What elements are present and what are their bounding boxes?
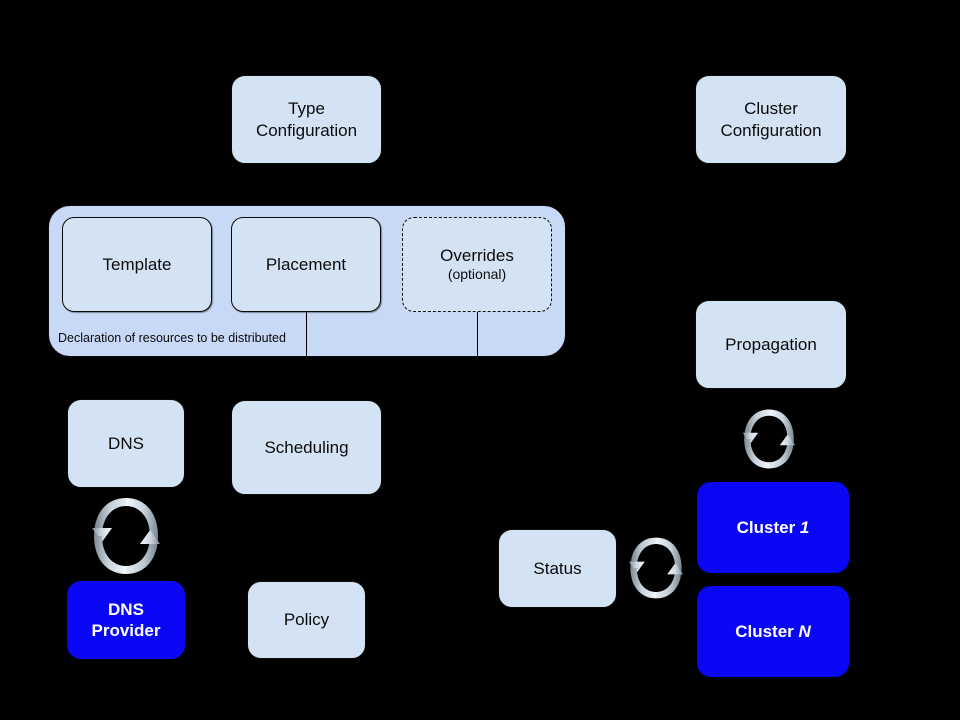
- type-configuration-line2: Configuration: [255, 120, 358, 140]
- sync-icon-status: [624, 526, 688, 610]
- policy-label: Policy: [283, 610, 330, 630]
- cluster-n-suffix: N: [798, 621, 811, 641]
- overrides-sublabel: (optional): [447, 266, 507, 283]
- cluster-n-prefix: Cluster: [735, 621, 799, 641]
- node-placement[interactable]: Placement: [231, 217, 381, 312]
- node-type-configuration-text: Type Configuration: [256, 98, 357, 141]
- propagation-label: Propagation: [725, 334, 817, 354]
- node-scheduling[interactable]: Scheduling: [231, 400, 382, 495]
- dns-provider-line1: DNS: [108, 599, 144, 619]
- overrides-text: Overrides (optional): [440, 245, 514, 284]
- group-divider-right: [477, 310, 478, 357]
- cluster-1-text: Cluster 1: [737, 517, 810, 538]
- status-label: Status: [533, 558, 582, 578]
- node-type-configuration[interactable]: Type Configuration: [231, 75, 382, 164]
- cluster-configuration-line2: Configuration: [720, 120, 822, 140]
- node-propagation[interactable]: Propagation: [695, 300, 847, 389]
- sync-icon-propagation: [738, 398, 800, 480]
- group-caption: Declaration of resources to be distribut…: [58, 331, 286, 345]
- cluster-n-text: Cluster N: [735, 621, 811, 642]
- node-overrides[interactable]: Overrides (optional): [402, 217, 552, 312]
- node-cluster-configuration[interactable]: Cluster Configuration: [695, 75, 847, 164]
- template-label: Template: [102, 254, 172, 274]
- dns-provider-text: DNS Provider: [92, 599, 161, 642]
- placement-label: Placement: [265, 254, 347, 274]
- node-cluster-configuration-text: Cluster Configuration: [720, 98, 821, 141]
- node-cluster-n[interactable]: Cluster N: [697, 586, 849, 677]
- dns-provider-line2: Provider: [91, 621, 161, 640]
- type-configuration-line1: Type: [288, 99, 325, 119]
- node-status[interactable]: Status: [498, 529, 617, 608]
- cluster-configuration-line1: Cluster: [744, 99, 798, 119]
- scheduling-label: Scheduling: [264, 437, 349, 457]
- node-cluster-1[interactable]: Cluster 1: [697, 482, 849, 573]
- node-template[interactable]: Template: [62, 217, 212, 312]
- dns-label: DNS: [108, 433, 144, 453]
- overrides-label: Overrides: [440, 246, 514, 266]
- sync-icon-dns: [86, 492, 166, 580]
- cluster-1-prefix: Cluster: [736, 517, 800, 537]
- cluster-1-suffix: 1: [799, 517, 810, 537]
- node-dns-provider[interactable]: DNS Provider: [67, 581, 185, 659]
- node-policy[interactable]: Policy: [247, 581, 366, 659]
- group-divider-left: [306, 310, 307, 357]
- node-dns[interactable]: DNS: [67, 399, 185, 488]
